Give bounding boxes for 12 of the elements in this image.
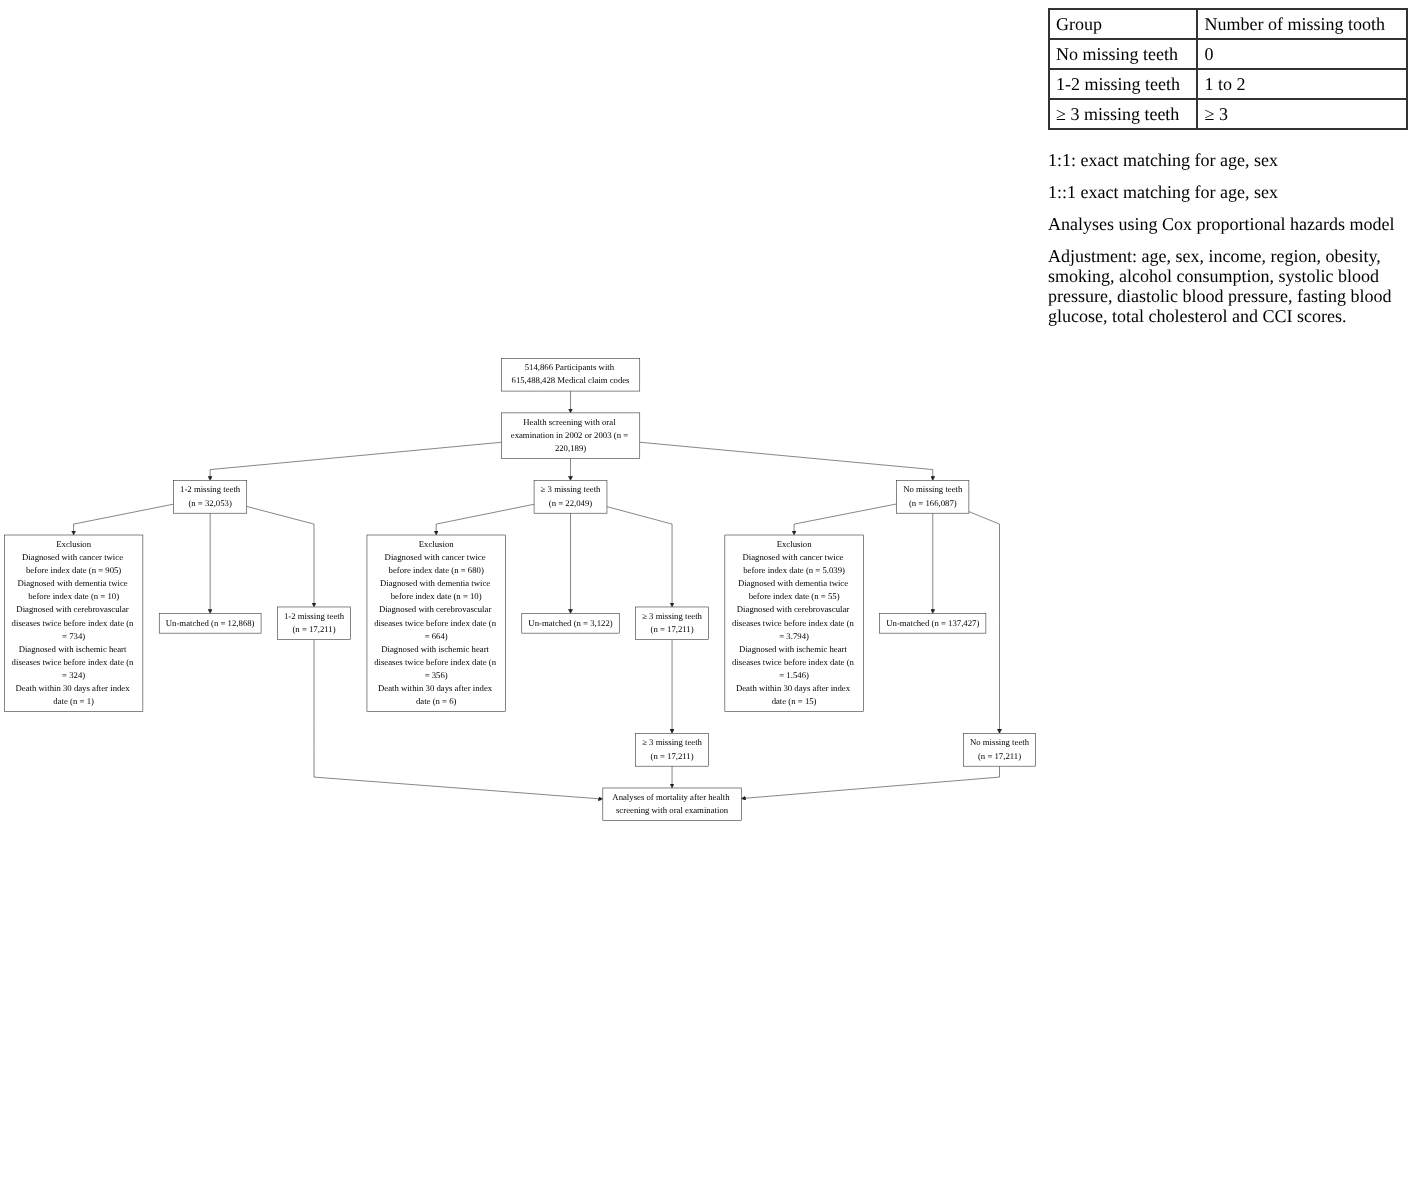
table-cell: 1 to 2 bbox=[1197, 69, 1407, 99]
analysis-note: Analyses using Cox proportional hazards model bbox=[1048, 214, 1397, 234]
analysis-note: Adjustment: age, sex, income, region, obesity, smoking, alcohol consumption, systolic blood pressure, diastolic blood pressure, fasting blood glucose, total cholesterol and CCI scores. bbox=[1048, 246, 1394, 326]
table-header: Group bbox=[1049, 9, 1198, 39]
table-cell: ≥ 3 missing teeth bbox=[1049, 99, 1198, 129]
table-cell: No missing teeth bbox=[1049, 39, 1198, 69]
table-header: Number of missing tooth bbox=[1197, 9, 1407, 39]
table-cell: 1-2 missing teeth bbox=[1049, 69, 1198, 99]
table-cell: ≥ 3 bbox=[1197, 99, 1407, 129]
matching-note: 1:1: exact matching for age, sex bbox=[1048, 150, 1280, 170]
matching-note: 1::1 exact matching for age, sex bbox=[1048, 182, 1280, 202]
table-cell: 0 bbox=[1197, 39, 1407, 69]
